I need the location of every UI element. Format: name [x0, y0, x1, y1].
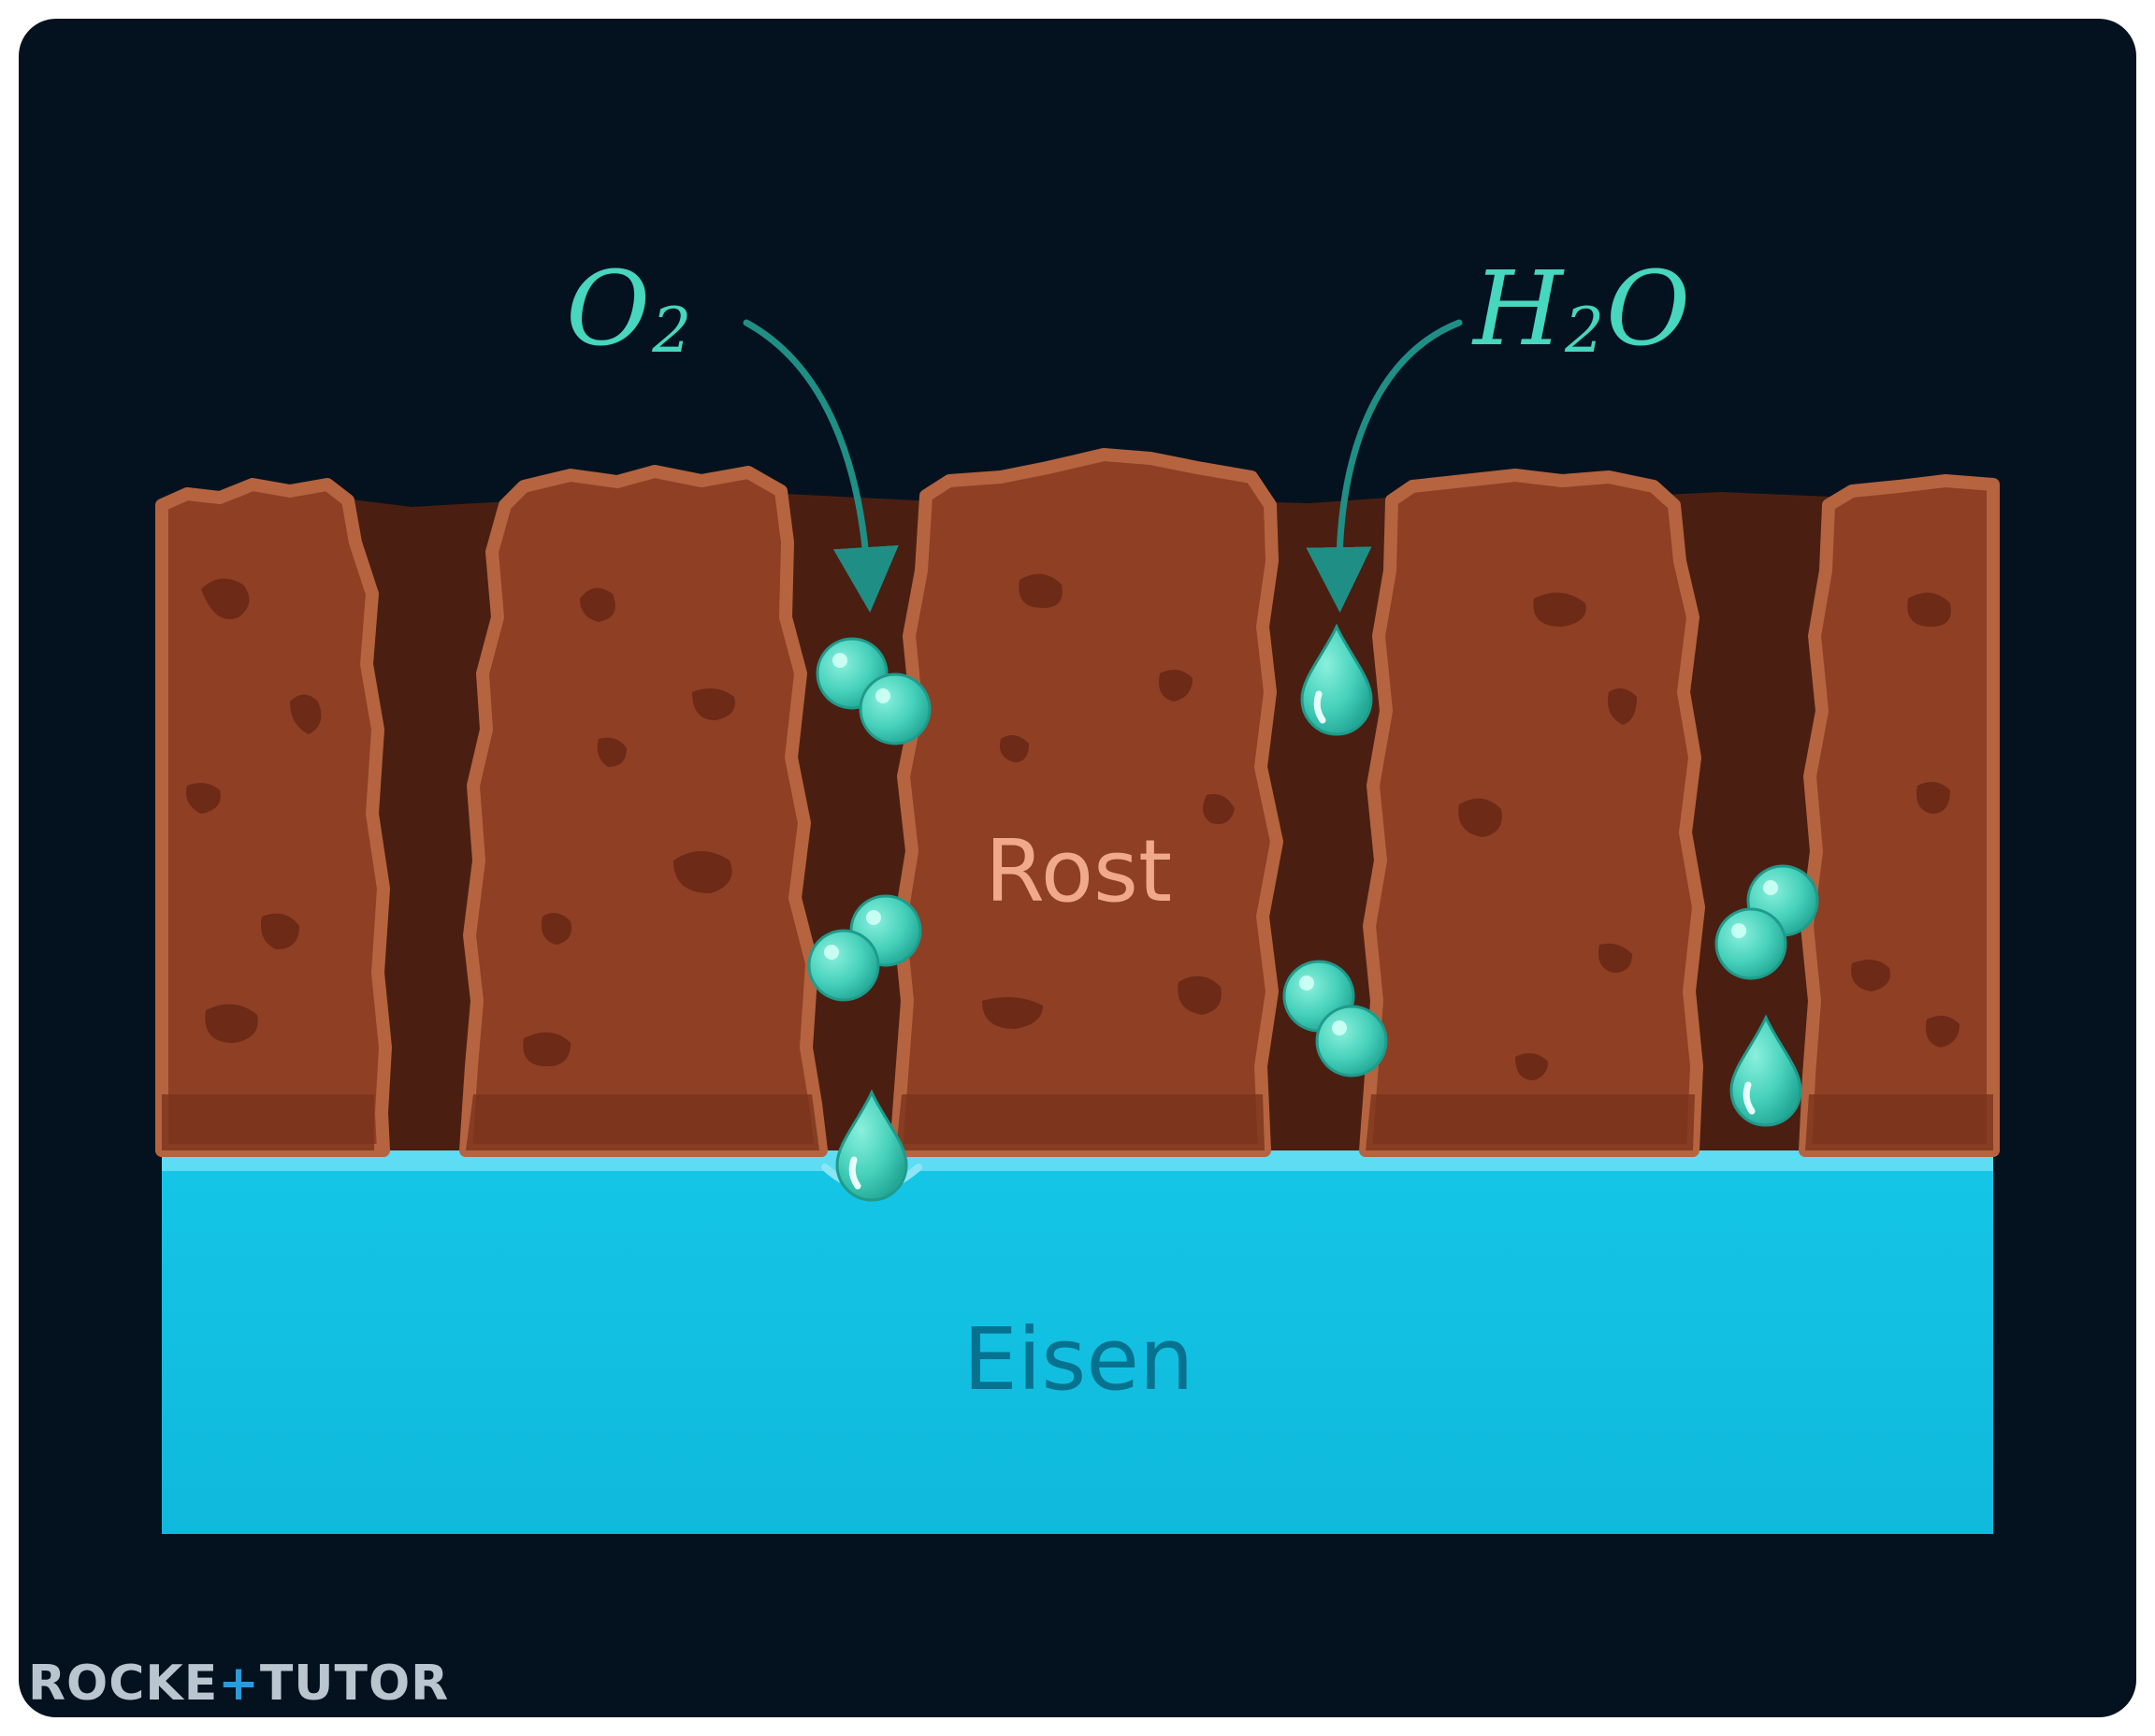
oxygen-arrow — [743, 319, 899, 613]
rust-spot — [523, 1032, 571, 1066]
rust-spot — [597, 737, 627, 767]
oxygen-formula: O2 — [566, 257, 693, 362]
rust-spot — [186, 782, 221, 814]
rust-column-3 — [889, 448, 1283, 1157]
oxygen-molecule — [1282, 960, 1388, 1078]
corrosion-scene — [155, 319, 2000, 1534]
oxygen-formula-base: O — [566, 249, 653, 369]
water-formula-hydrogen: H — [1473, 249, 1565, 369]
rust-spot — [1159, 670, 1193, 702]
water-formula-subscript: 2 — [1564, 295, 1606, 367]
rust-spot — [1533, 592, 1586, 627]
rust-spot — [673, 851, 732, 893]
rust-spot — [1598, 943, 1632, 973]
rust-spot — [580, 587, 615, 622]
rust-label: Rost — [984, 821, 1173, 921]
rust-spot — [290, 694, 322, 734]
rust-spot — [201, 578, 250, 619]
rust-spot — [1851, 960, 1890, 991]
water-formula-oxygen: O — [1605, 249, 1693, 369]
diagram-frame: O2 H2O Rost Eisen — [19, 19, 2136, 1717]
iron-label: Eisen — [962, 1309, 1194, 1410]
brand-logo: ROCKE+TUTOR — [28, 1656, 449, 1712]
iron-layer — [162, 1150, 1993, 1534]
rust-spot — [1019, 573, 1063, 608]
rust-spot — [692, 688, 735, 720]
oxygen-molecule — [807, 894, 922, 1002]
water-arrow — [1306, 319, 1463, 613]
brand-logo-right: TUTOR — [259, 1656, 450, 1712]
rust-spot — [1907, 592, 1951, 627]
rust-spot — [1203, 794, 1235, 824]
rust-spot — [1926, 1016, 1960, 1048]
rust-spot — [1178, 976, 1222, 1015]
rust-column-2 — [459, 465, 828, 1157]
rust-column-5 — [1799, 474, 2000, 1157]
oxygen-formula-subscript: 2 — [652, 295, 694, 367]
rust-spot — [1916, 782, 1950, 814]
rust-spot — [1515, 1053, 1548, 1080]
rust-spot — [1000, 735, 1029, 762]
rust-column-1 — [155, 478, 392, 1157]
rust-lower-band — [162, 1094, 1993, 1150]
rust-spot — [1458, 798, 1502, 837]
rust-spot — [982, 997, 1043, 1029]
water-formula: H2O — [1473, 257, 1692, 362]
oxygen-molecule — [1714, 864, 1819, 980]
oxygen-molecule — [816, 637, 932, 745]
water-drop — [1300, 623, 1373, 736]
rust-spots — [186, 573, 1960, 1080]
rust-spot — [542, 913, 571, 945]
rust-spot — [261, 913, 299, 949]
brand-logo-plus: + — [218, 1656, 260, 1712]
rust-column-4 — [1359, 469, 1705, 1157]
brand-logo-left: ROCKE — [28, 1656, 219, 1712]
water-drop — [835, 1089, 908, 1202]
rust-spot — [205, 1004, 258, 1043]
rust-spot — [1608, 688, 1637, 725]
water-drop — [1729, 1014, 1802, 1127]
